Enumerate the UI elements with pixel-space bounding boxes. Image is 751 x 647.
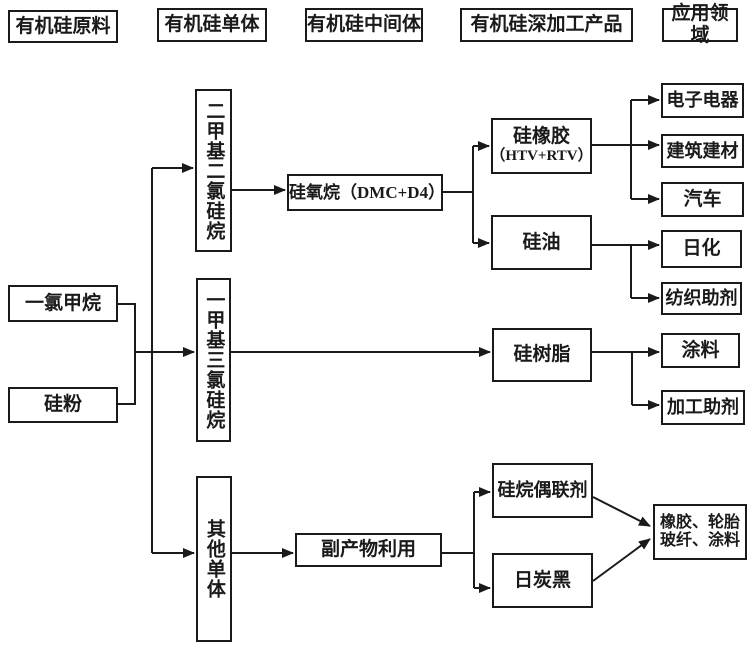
final-app-line1: 橡胶、轮胎 xyxy=(659,513,740,531)
final-app-line2: 玻纤、涂料 xyxy=(659,532,740,549)
node-carbon-black: 日炭黑 xyxy=(492,553,593,608)
silicone-rubber-label: 硅橡胶 xyxy=(512,126,570,148)
connector-coupling-to-final xyxy=(592,496,651,527)
node-siloxane-dmc-d4: 硅氧烷（DMC+D4） xyxy=(287,174,445,211)
node-electronics: 电子电器 xyxy=(661,83,744,118)
node-methyl-chloride: 一氯甲烷 xyxy=(8,285,118,322)
silicone-rubber-sublabel: （HTV+RTV） xyxy=(490,148,593,165)
node-rubber-tire-glassfiber-coatings: 橡胶、轮胎 玻纤、涂料 xyxy=(653,504,747,560)
header-deep-processed-products: 有机硅深加工产品 xyxy=(460,8,633,42)
header-raw-materials: 有机硅原料 xyxy=(8,10,118,43)
node-processing-aids: 加工助剂 xyxy=(661,390,745,425)
node-methyltrichlorosilane: 一甲基三氯硅烷 xyxy=(196,278,231,442)
node-byproduct-utilization: 副产物利用 xyxy=(295,533,442,567)
connector-raw-bracket xyxy=(118,303,136,405)
node-silicon-powder: 硅粉 xyxy=(8,387,118,423)
connector-carbonblack-to-final xyxy=(592,538,651,582)
node-construction-materials: 建筑建材 xyxy=(661,134,744,168)
node-coatings: 涂料 xyxy=(661,333,740,368)
node-silicone-resin: 硅树脂 xyxy=(492,328,592,382)
node-automobile: 汽车 xyxy=(661,182,744,217)
node-silane-coupling-agent: 硅烷偶联剂 xyxy=(492,463,593,518)
header-intermediates: 有机硅中间体 xyxy=(305,8,423,42)
node-silicone-oil: 硅油 xyxy=(491,215,592,270)
node-silicone-rubber: 硅橡胶 （HTV+RTV） xyxy=(490,118,593,174)
node-dimethyldichlorosilane: 二甲基二氯硅烷 xyxy=(195,89,232,252)
header-application-fields: 应用领域 xyxy=(662,3,738,46)
node-daily-chemicals: 日化 xyxy=(661,230,742,268)
node-textile-auxiliaries: 纺织助剂 xyxy=(661,282,742,315)
node-other-monomers: 其他单体 xyxy=(196,476,232,642)
header-monomers: 有机硅单体 xyxy=(157,8,267,42)
